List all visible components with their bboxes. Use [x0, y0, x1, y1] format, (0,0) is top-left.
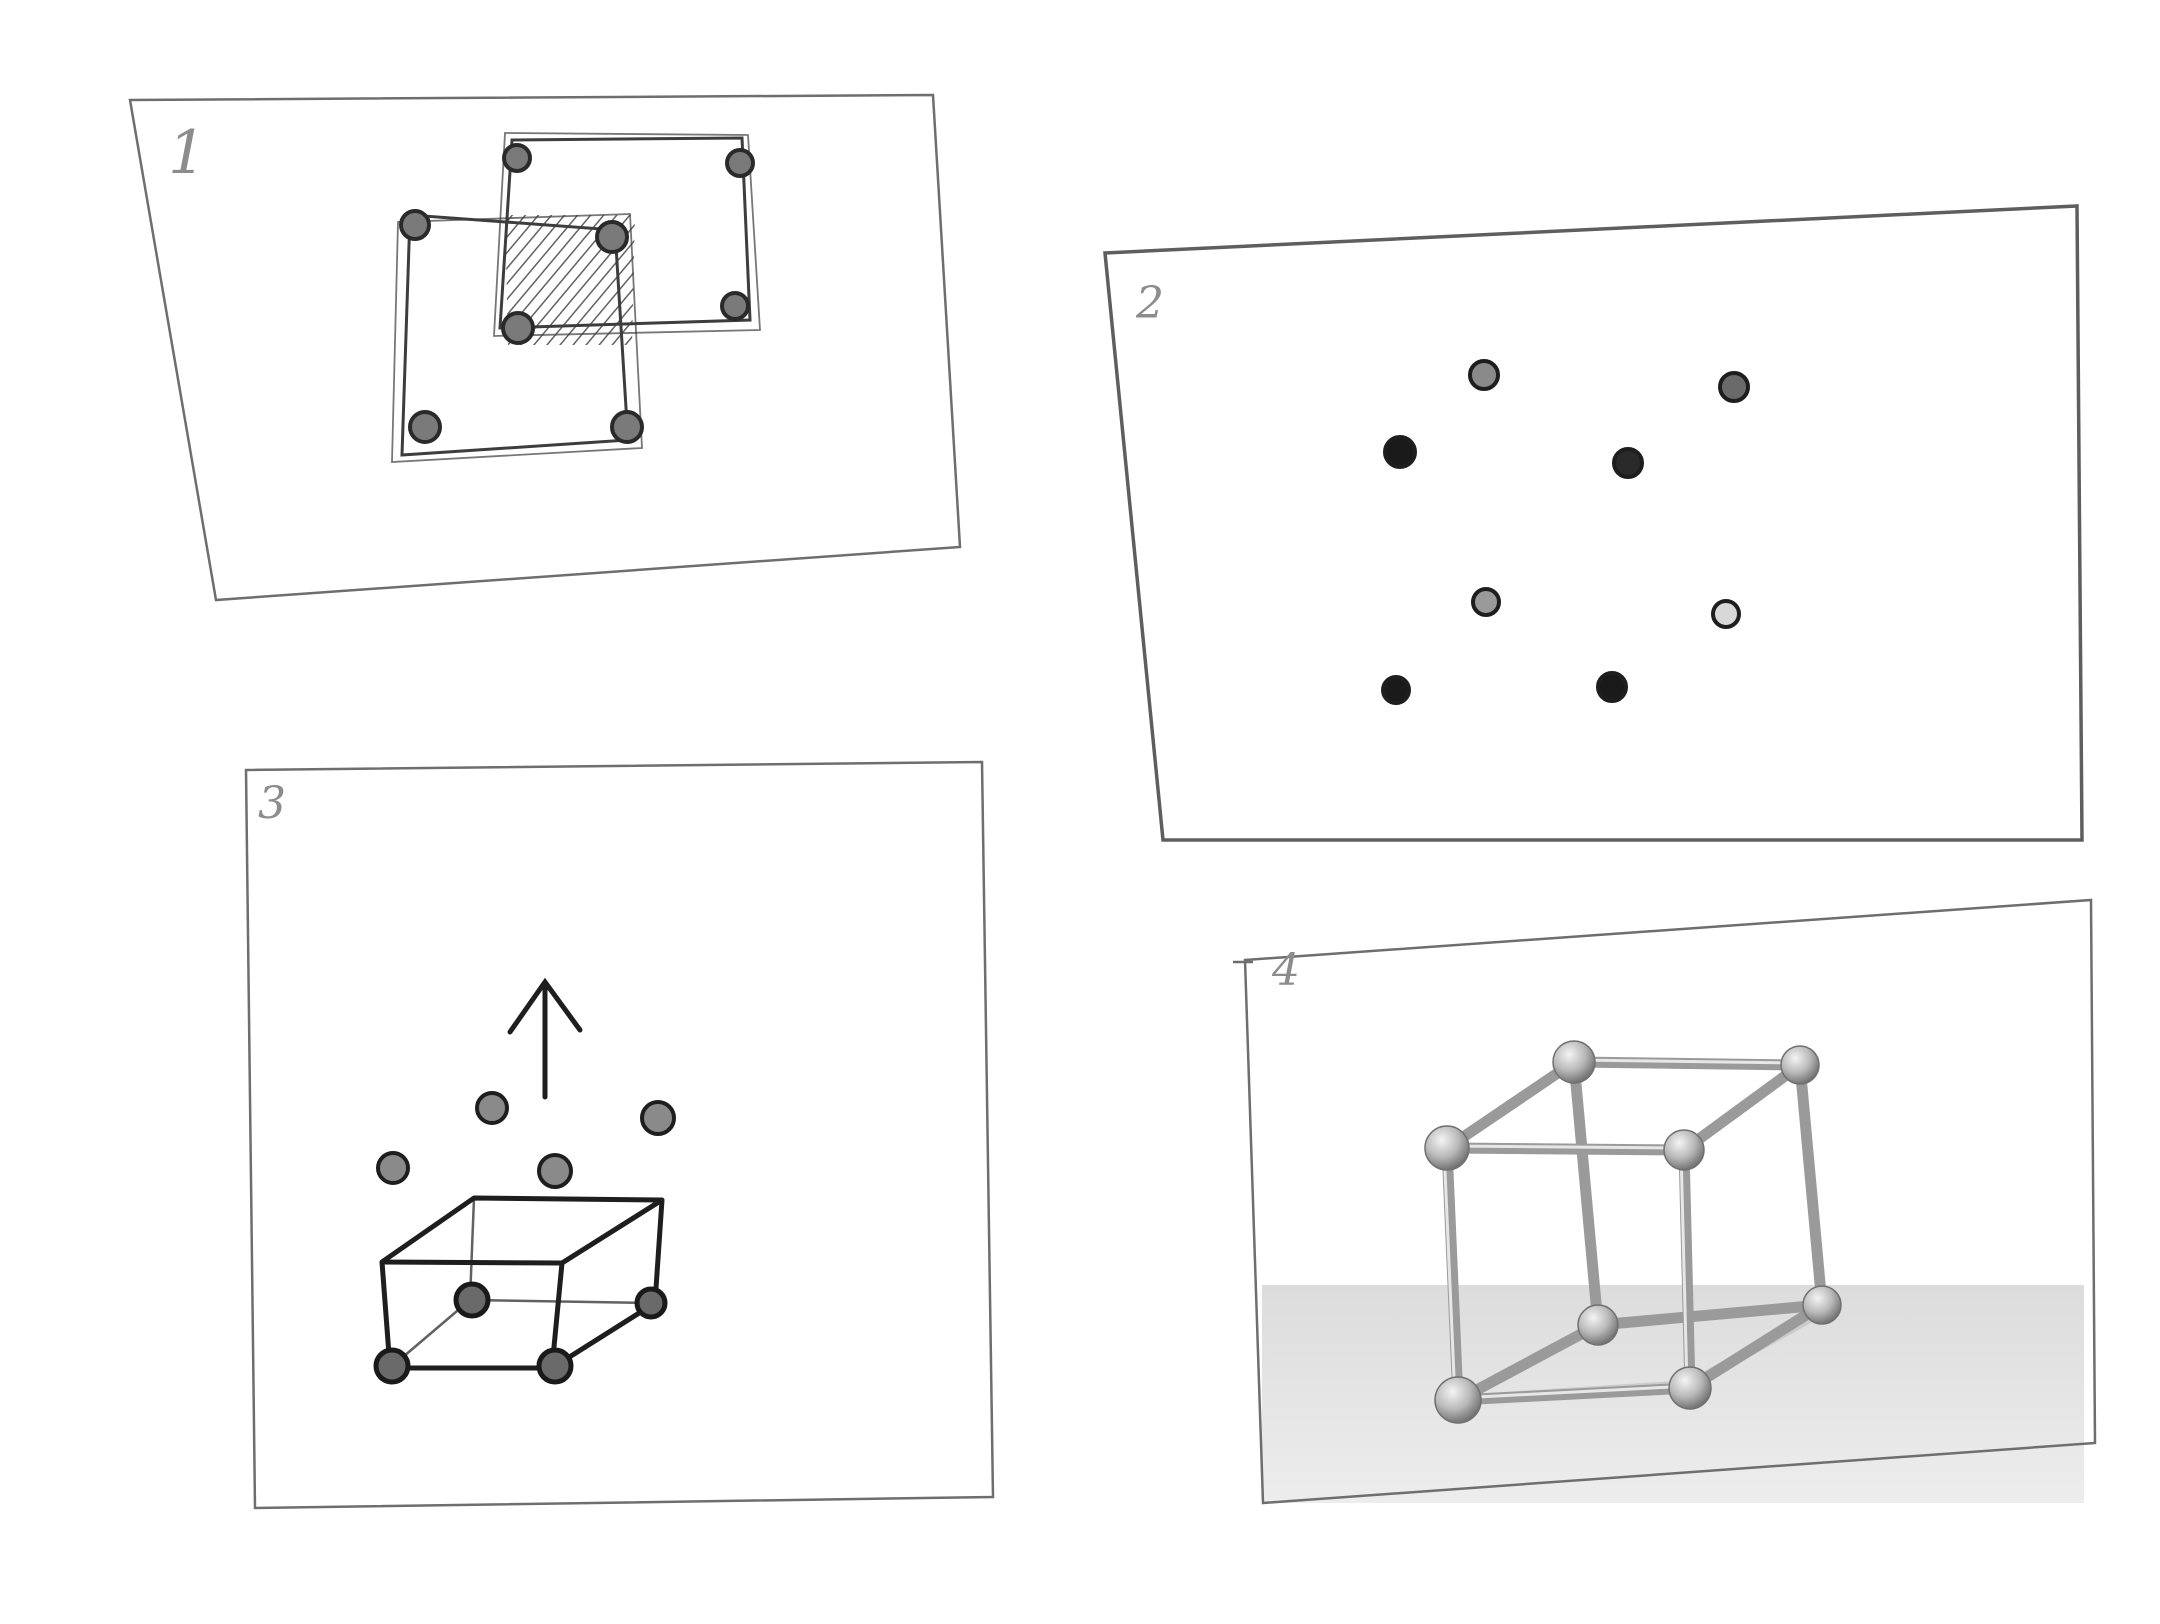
wire-box — [379, 1195, 665, 1371]
cube-ball — [1552, 1040, 1596, 1084]
vertex-ball — [453, 1281, 491, 1319]
rising-ball — [640, 1100, 676, 1136]
rod — [1441, 1142, 1464, 1406]
rod — [1452, 1319, 1604, 1406]
panel-4 — [1233, 898, 2097, 1505]
cube-ball — [1668, 1366, 1712, 1410]
rising-ball — [376, 1151, 410, 1185]
rod — [1441, 1142, 1690, 1156]
cube-ball — [1577, 1304, 1619, 1346]
vertex-ball — [634, 1286, 668, 1320]
rod — [1568, 1056, 1604, 1331]
box-vertices — [373, 1281, 668, 1385]
panel-4-frame — [1243, 898, 2097, 1505]
vertex-ball — [399, 209, 431, 241]
rod — [1441, 1056, 1580, 1154]
rod — [1452, 1382, 1696, 1406]
panel-2 — [1103, 204, 2084, 842]
vertex-ball — [373, 1347, 411, 1385]
panel-1-vertices — [399, 143, 755, 444]
dot — [1468, 359, 1500, 391]
panel-3 — [244, 760, 995, 1510]
dot — [1381, 675, 1411, 705]
dot — [1711, 599, 1741, 629]
cube-ball — [1802, 1285, 1842, 1325]
panel-number-1: 1 — [168, 118, 207, 188]
cube-ball — [1780, 1045, 1820, 1085]
panel-1-frame — [128, 93, 962, 602]
panel-3-frame — [244, 760, 995, 1510]
rod — [1684, 1299, 1828, 1394]
rod — [1678, 1144, 1696, 1394]
panel-number-3: 3 — [258, 778, 286, 829]
dot — [1471, 587, 1501, 617]
vertex-ball — [536, 1347, 574, 1385]
cube-ball — [1434, 1376, 1482, 1424]
dot — [1612, 447, 1644, 479]
cube-ball — [1663, 1129, 1705, 1171]
panel-2-frame — [1103, 204, 2084, 842]
rod — [1568, 1056, 1806, 1071]
dot — [1718, 371, 1750, 403]
panel-1 — [128, 93, 962, 602]
cube-rod-highlights — [1442, 1058, 1802, 1402]
dot — [1596, 671, 1628, 703]
rod — [1592, 1299, 1828, 1331]
rod — [1794, 1059, 1828, 1311]
dot — [1383, 435, 1417, 469]
rod — [1678, 1059, 1806, 1156]
panel-number-2: 2 — [1136, 278, 1164, 329]
rising-ball — [537, 1153, 573, 1189]
up-arrow-icon — [507, 977, 583, 1100]
vertex-ball — [501, 311, 535, 345]
vertex-ball — [610, 410, 644, 444]
vertex-ball — [408, 410, 442, 444]
back-square — [493, 132, 761, 337]
rising-ball — [475, 1091, 509, 1125]
cube-balls — [1424, 1040, 1842, 1424]
rising-balls — [376, 1091, 676, 1189]
panel-2-dots — [1381, 359, 1750, 705]
panel-number-4: 4 — [1272, 945, 1300, 996]
vertex-ball — [725, 148, 755, 178]
cube-ball — [1424, 1125, 1470, 1171]
vertex-ball — [595, 220, 629, 254]
vertex-ball — [720, 291, 750, 321]
cube-rods — [1441, 1056, 1828, 1406]
vertex-ball — [502, 143, 532, 173]
